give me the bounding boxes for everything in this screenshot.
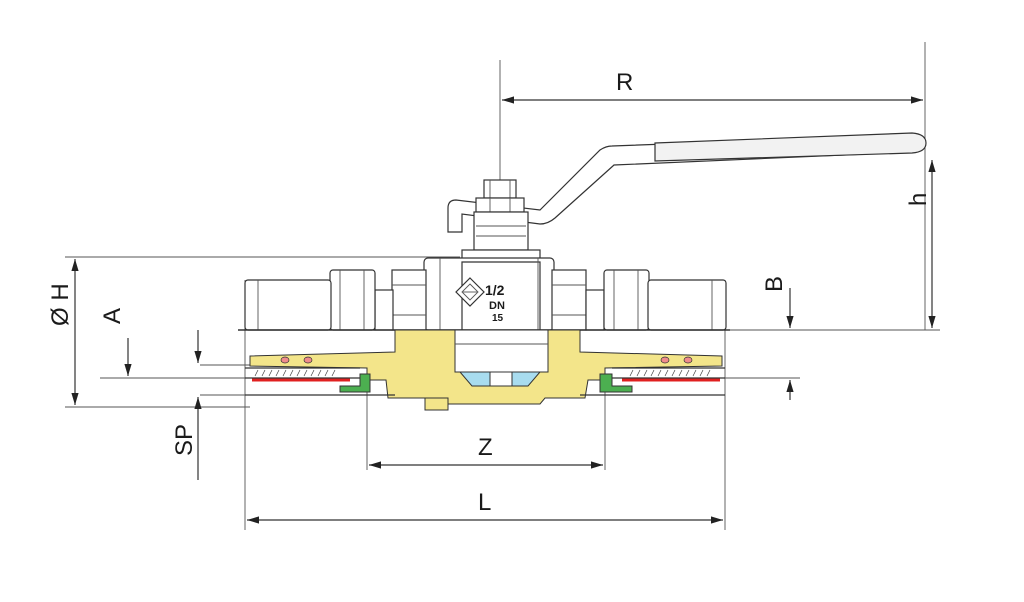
oring-right <box>599 373 633 393</box>
dn-value: 15 <box>492 313 504 324</box>
body-marking: 1/2 DN 15 <box>455 277 505 324</box>
lever-handle <box>447 132 927 233</box>
oring-pink-3 <box>660 356 670 364</box>
valve-stem <box>461 211 541 263</box>
oring-pink-1 <box>280 356 290 364</box>
dimension-label-b: B <box>761 276 788 292</box>
oring-pink-4 <box>683 356 693 364</box>
dimension-label-z: Z <box>478 434 493 461</box>
oring-pink-2 <box>303 356 313 364</box>
oring-left <box>339 373 371 393</box>
size-label: 1/2 <box>485 282 505 298</box>
dimension-label-h: h <box>905 193 932 206</box>
valve-body <box>244 257 727 331</box>
dimension-label-sp: SP <box>171 424 198 456</box>
dimension-label-r: R <box>616 69 633 96</box>
dimension-label-a: A <box>99 308 126 324</box>
dimension-lines <box>71 96 936 524</box>
dimension-label-l: L <box>478 489 491 516</box>
dimension-label-oh: Ø H <box>47 283 74 326</box>
extension-lines <box>65 42 940 530</box>
dn-label: DN <box>489 300 505 312</box>
valve-section <box>245 329 725 411</box>
